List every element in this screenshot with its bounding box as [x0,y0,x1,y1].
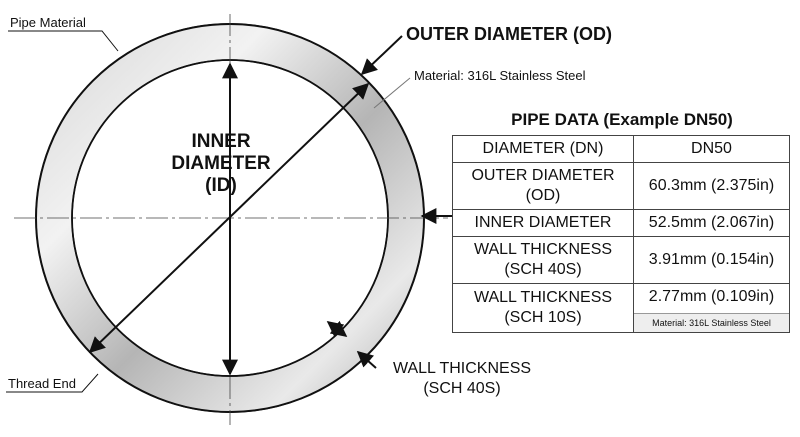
table-row: WALL THICKNESS (SCH 40S) 3.91mm (0.154in… [452,236,790,284]
wall-thickness-label-line1: WALL THICKNESS [393,360,531,377]
table-row: OUTER DIAMETER (OD) 60.3mm (2.375in) [452,162,790,210]
thread-end-label: Thread End [8,376,76,391]
row-label: DIAMETER (DN) [452,135,634,163]
row-label: WALL THICKNESS (SCH 40S) [452,236,634,284]
wall-thickness-label-line2: (SCH 40S) [423,380,500,397]
wall-thickness-arrow-a [326,320,348,338]
row-value: 2.77mm (0.109in) [648,288,775,305]
material-leader [373,77,411,109]
od-diagonal-arrow [88,82,370,354]
row-label: INNER DIAMETER [452,209,634,237]
material-note: Material: 316L Stainless Steel [634,313,789,332]
row-value: 60.3mm (2.375in) [633,162,790,210]
row-label: OUTER DIAMETER (OD) [452,162,634,210]
inner-diameter-label-line1: INNER [191,131,250,152]
row-label: WALL THICKNESS (SCH 10S) [452,283,634,333]
thread-end-leader [6,373,99,393]
inner-diameter-label-line3: (ID) [205,175,237,196]
table-row: INNER DIAMETER 52.5mm (2.067in) [452,209,790,237]
wall-thickness-arrow-b [356,350,377,369]
row-value: DN50 [633,135,790,163]
pipe-material-label: Pipe Material [10,15,86,30]
row-value: 52.5mm (2.067in) [633,209,790,237]
table-row: WALL THICKNESS (SCH 10S) 2.77mm (0.109in… [452,283,790,333]
material-callout-label: Material: 316L Stainless Steel [414,68,586,83]
table-row: DIAMETER (DN) DN50 [452,135,790,163]
pipe-material-leader [8,30,119,52]
od-callout-arrow [360,35,403,76]
outer-diameter-label: OUTER DIAMETER (OD) [406,24,612,44]
pipe-data-panel: PIPE DATA (Example DN50) DIAMETER (DN) D… [452,110,792,333]
inner-diameter-label-line2: DIAMETER [171,153,271,174]
row-value: 3.91mm (0.154in) [633,236,790,284]
row-value-with-note: 2.77mm (0.109in) Material: 316L Stainles… [633,283,790,333]
pipe-data-title: PIPE DATA (Example DN50) [511,110,733,129]
pipe-data-table: DIAMETER (DN) DN50 OUTER DIAMETER (OD) 6… [452,135,790,333]
